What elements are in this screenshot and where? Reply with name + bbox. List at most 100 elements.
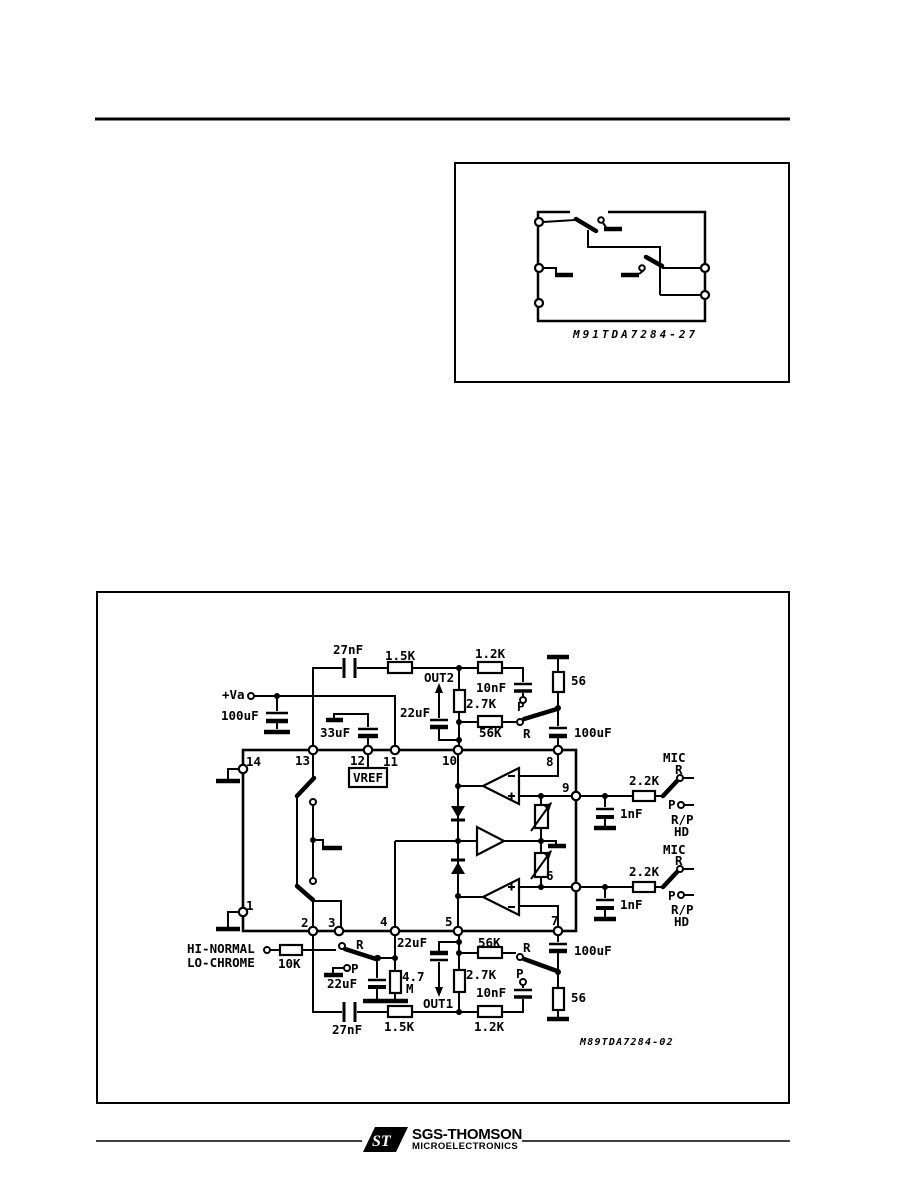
supply-section: +Va 100uF 33uF: [221, 687, 396, 746]
svg-text:ST: ST: [372, 1133, 392, 1150]
switch-lever-top: [521, 706, 560, 722]
opamp-bottom-icon: [458, 877, 572, 927]
r47-value-label: 4.7: [402, 969, 425, 984]
figure1-border: [454, 162, 790, 383]
c22-out1-label: 22uF: [397, 935, 427, 950]
capacitor-27nf-top-icon: [342, 658, 357, 678]
c27-bottom-label: 27nF: [332, 1022, 362, 1037]
r12-bottom-label: 1.2K: [474, 1019, 505, 1034]
footer-brand: SGS-THOMSON: [412, 1126, 522, 1143]
pin1-label: 1: [246, 898, 254, 913]
ground-pin1-icon: [216, 911, 240, 932]
input-label-line1: HI-NORMAL: [187, 941, 255, 956]
resistor-2.7k-top-icon: [452, 688, 467, 714]
terminal: [699, 262, 711, 274]
resistor-2.7k-bottom-icon: [452, 968, 467, 994]
mic-contact-p-bottom: [677, 891, 685, 899]
mic-contact-p-top: [677, 801, 685, 809]
r-bottom-label: R: [523, 940, 531, 955]
figure1-loop: [536, 210, 707, 323]
r56k-top-label: 56K: [479, 725, 502, 740]
internal-switch-icon: [294, 754, 342, 927]
capacitor-27nf-bottom-icon: [342, 1002, 357, 1022]
pin9-label: 9: [562, 780, 570, 795]
r-top-label: R: [523, 726, 531, 741]
capacitor-1nf-top-icon: [594, 796, 616, 831]
vref-box: [347, 766, 389, 789]
capacitor-22uf-input-icon: [368, 955, 386, 1001]
resistor-1.2k-bottom-icon: [476, 1004, 504, 1019]
c22-out2-label: 22uF: [400, 705, 430, 720]
opamp-top-icon: [458, 754, 572, 806]
potentiometer-bottom-icon: [530, 838, 552, 890]
hd-top-label: HD: [674, 824, 689, 839]
r15-bottom-label: 1.5K: [384, 1019, 415, 1034]
terminal: [533, 262, 545, 274]
opamp-middle-icon: [395, 825, 566, 857]
out1-label: OUT1: [423, 996, 453, 1011]
out1-arrow-icon: [435, 987, 443, 997]
r56-bottom-label: 56: [571, 990, 586, 1005]
open-contact-icon: [543, 267, 573, 278]
pin14-label: 14: [246, 754, 261, 769]
pin6-label: 6: [546, 868, 554, 883]
resistor-2.2k-top-icon: [631, 789, 657, 803]
r10k-label: 10K: [278, 956, 301, 971]
pin3-label: 3: [328, 915, 336, 930]
mic-section-top: MIC R 2.2K P R/P HD 1nF: [580, 750, 694, 839]
input-section: HI-NORMAL LO-CHROME 10K R P: [187, 936, 425, 1004]
rp-top-label: R/P: [671, 812, 694, 827]
pin8-label: 8: [546, 754, 554, 769]
ic-internals: VREF: [294, 754, 572, 927]
out2-branch: [430, 683, 462, 743]
c27-top-label: 27nF: [333, 642, 363, 657]
r12-top-label: 1.2K: [475, 646, 506, 661]
input-switch-lever: [342, 946, 379, 962]
pin11-label: 11: [383, 754, 398, 769]
resistor-4.7m-icon: [388, 936, 403, 1001]
c1n-bottom-label: 1nF: [620, 897, 643, 912]
contact-p-top: [519, 696, 527, 704]
ic-pins: 14 13 12 11 10 8 9 6 1 2 3 4 5 7: [237, 744, 582, 937]
mic-r-bottom-label: R: [675, 853, 683, 868]
input-contact-p: [343, 964, 351, 972]
figure1-caption: M91TDA7284-27: [572, 328, 698, 341]
diode-up-icon: [451, 862, 465, 874]
pin13-label: 13: [295, 753, 310, 768]
r27-top-label: 2.7K: [466, 696, 497, 711]
va-terminal: [247, 692, 255, 700]
mic-switch-lever-bottom: [660, 869, 680, 890]
r56-top-label: 56: [571, 673, 586, 688]
footer: ST SGS-THOMSON MICROELECTRONICS: [96, 1126, 790, 1152]
out1-branch: [430, 939, 462, 997]
c100-bottom-label: 100uF: [574, 943, 612, 958]
p-bottom-label: P: [516, 966, 524, 981]
vref-label: VREF: [353, 770, 383, 785]
input-r-label: R: [356, 937, 364, 952]
r22k-top-label: 2.2K: [629, 773, 660, 788]
contact-p-bottom: [519, 978, 527, 986]
r56k-bottom-label: 56K: [478, 935, 501, 950]
figure2-border: [96, 591, 790, 1104]
ic-outline: [241, 748, 578, 933]
contact-r-top: [516, 718, 524, 726]
r22k-bottom-label: 2.2K: [629, 864, 660, 879]
input-terminal: [263, 946, 271, 954]
c1n-top-label: 1nF: [620, 806, 643, 821]
r47-unit-label: M: [406, 981, 414, 996]
capacitor-33uf-icon: [326, 713, 378, 746]
capacitor-10nf-bottom-icon: [514, 988, 532, 999]
pin4-label: 4: [380, 914, 388, 929]
c100-supply-label: 100uF: [221, 708, 259, 723]
rp-bottom-label: R/P: [671, 902, 694, 917]
c10-top-label: 10nF: [476, 680, 506, 695]
p-top-label: P: [517, 699, 525, 714]
out2-arrow-icon: [435, 683, 443, 693]
mic-p-top-label: P: [668, 797, 676, 812]
feedback-network-top: 27nF 1.5K 1.2K 10nF 2.7K 56K P R 56 100u…: [312, 642, 612, 746]
pin10-label: 10: [442, 753, 457, 768]
c10-bottom-label: 10nF: [476, 985, 506, 1000]
resistor-1.5k-top-icon: [386, 660, 414, 675]
